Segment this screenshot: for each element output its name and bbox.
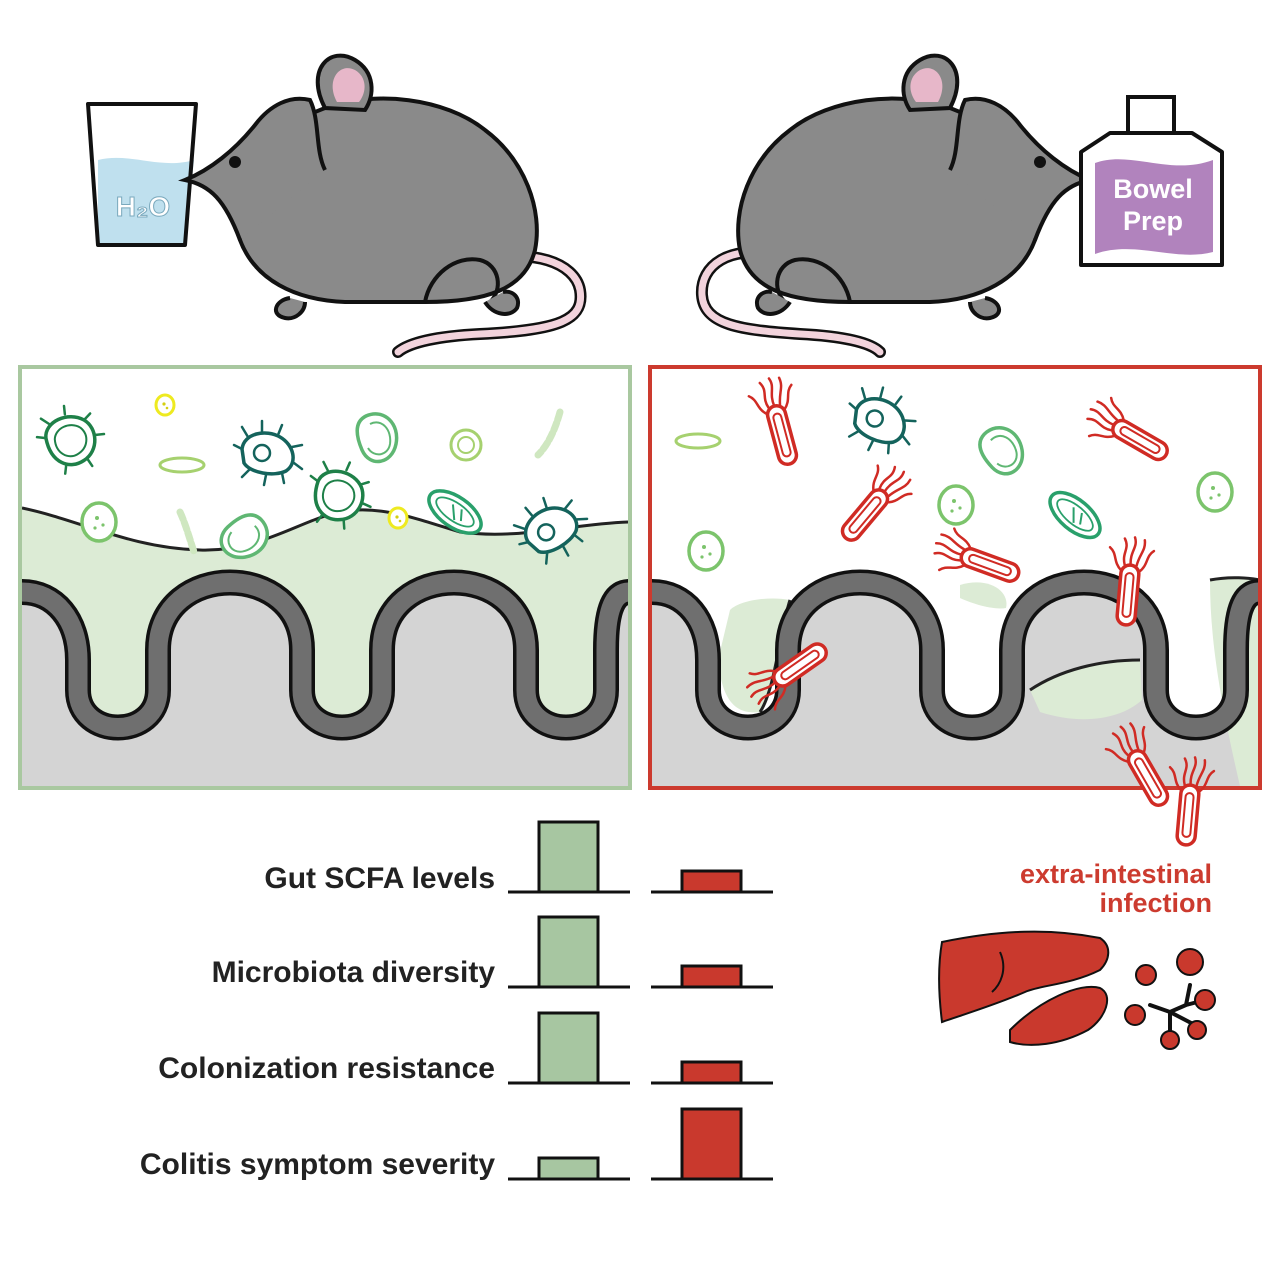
spleen-icon	[1009, 985, 1109, 1046]
epithelium	[22, 573, 628, 737]
panel-frame-bowel-prep	[648, 365, 1262, 790]
mouse-water	[183, 53, 587, 358]
panel-frame-water	[18, 365, 632, 790]
bar-water-0	[537, 820, 600, 894]
bar-bowel-prep-2	[680, 1060, 743, 1085]
mucus-patch-1	[718, 598, 790, 713]
gut-panel-water	[18, 365, 632, 790]
outcome-line1: extra-intestinal	[1019, 859, 1212, 889]
mucus-patch-2	[960, 582, 1007, 609]
comparison-bars	[508, 820, 773, 1181]
mouse-bowel-prep	[695, 53, 1092, 358]
bowel-prep-bottle: Bowel Prep	[1079, 95, 1224, 267]
bar-water-3	[537, 1156, 600, 1181]
lymph-nodes-icon	[1124, 948, 1216, 1050]
bar-water-1	[537, 915, 600, 989]
water-glass: H₂O	[86, 102, 198, 247]
tissue	[22, 582, 628, 786]
metric-label-colitis: Colitis symptom severity	[139, 1148, 495, 1181]
water-fill	[98, 157, 194, 243]
metric-label-colonization: Colonization resistance	[158, 1052, 495, 1085]
bar-water-2	[537, 1011, 600, 1085]
liver-icon	[938, 930, 1110, 1024]
outcome-line2: infection	[1099, 888, 1213, 918]
prep-label-line2: Prep	[1123, 206, 1183, 236]
epithelium-damaged	[652, 573, 1258, 737]
prep-label-line1: Bowel	[1113, 174, 1193, 204]
metric-label-scfa: Gut SCFA levels	[264, 862, 495, 895]
bar-bowel-prep-3	[680, 1107, 743, 1181]
mucus-patch-3	[1030, 660, 1142, 720]
metric-label-diversity: Microbiota diversity	[211, 956, 495, 989]
tissue-damaged	[652, 582, 1258, 786]
bar-bowel-prep-1	[680, 964, 743, 989]
prep-label-band	[1095, 159, 1213, 255]
gut-panel-bowel-prep	[648, 365, 1262, 849]
bar-bowel-prep-0	[680, 869, 743, 894]
organs-icon	[938, 930, 1216, 1050]
outcome-label: extra-intestinal infection	[1020, 860, 1212, 918]
water-label: H₂O	[116, 191, 170, 222]
